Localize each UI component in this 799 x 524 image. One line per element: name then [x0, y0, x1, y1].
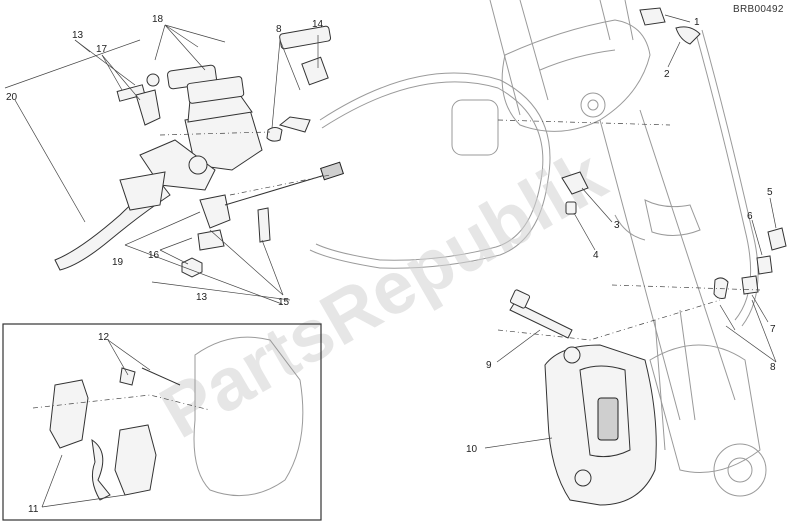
- diagram-code: BRB00492: [733, 4, 784, 15]
- callout-19: 19: [112, 257, 124, 268]
- callout-13-bottom: 13: [196, 292, 208, 303]
- callout-8-bottom: 8: [770, 362, 776, 373]
- callout-10: 10: [466, 444, 478, 455]
- callout-7: 7: [770, 324, 776, 335]
- callout-5: 5: [767, 187, 773, 198]
- brake-caliper: [509, 289, 657, 506]
- callout-6: 6: [747, 211, 753, 222]
- callout-12: 12: [98, 332, 110, 343]
- callout-16: 16: [148, 250, 160, 261]
- callout-15: 15: [278, 297, 290, 308]
- callout-20: 20: [6, 92, 18, 103]
- callout-18: 18: [152, 14, 164, 25]
- assembly-lines: [32, 119, 761, 411]
- callout-1: 1: [694, 17, 700, 28]
- bleed-fittings: [713, 227, 787, 331]
- fork-ghost-outline: [309, 0, 767, 497]
- callout-8-top: 8: [276, 24, 282, 35]
- callout-4: 4: [593, 250, 599, 261]
- callout-11: 11: [28, 504, 39, 515]
- pads-inset: [2, 323, 322, 521]
- callout-3: 3: [614, 220, 620, 231]
- master-cylinder-assembly: [54, 25, 344, 278]
- leader-lines: [4, 14, 777, 508]
- callout-2: 2: [664, 69, 670, 80]
- callout-17: 17: [96, 44, 108, 55]
- callout-labels: 1 2 3 4 5 6 7 8 8 9 10 11 12 13 13 14 15…: [6, 14, 776, 515]
- callout-14: 14: [312, 19, 324, 30]
- callout-9: 9: [486, 360, 492, 371]
- hose-clamp-parts: [561, 7, 701, 215]
- callout-13-top: 13: [72, 30, 84, 41]
